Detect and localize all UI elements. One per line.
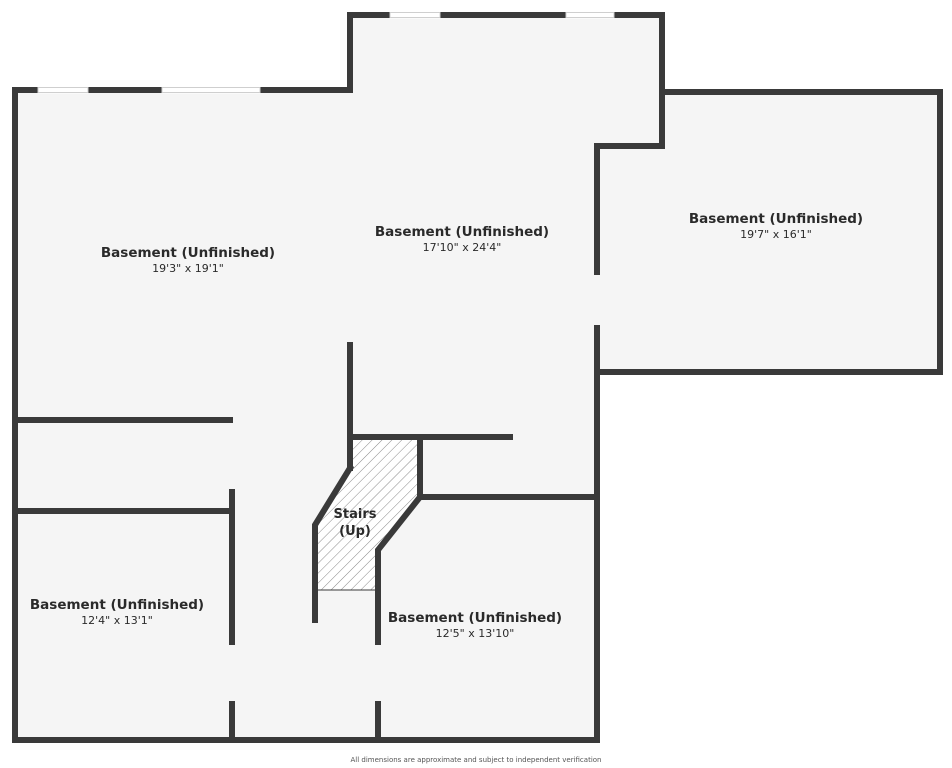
room-dimensions: 19'3" x 19'1" <box>152 262 224 275</box>
stairs-label: Stairs <box>334 507 377 522</box>
exterior-wall-south <box>12 325 600 743</box>
floor-area <box>15 15 940 740</box>
stair-wall <box>375 492 425 645</box>
stairs-label: (Up) <box>339 524 371 539</box>
room-name: Basement (Unfinished) <box>30 597 204 613</box>
disclaimer-footnote: All dimensions are approximate and subje… <box>350 756 602 764</box>
room-dimensions: 12'5" x 13'10" <box>436 627 515 640</box>
window <box>161 87 261 93</box>
room-dimensions: 12'4" x 13'1" <box>81 614 153 627</box>
room-name: Basement (Unfinished) <box>388 610 562 626</box>
window <box>389 12 441 18</box>
exterior-wall-east <box>594 89 943 375</box>
stair-wall <box>312 463 355 623</box>
room-name: Basement (Unfinished) <box>375 224 549 240</box>
room-dimensions: 19'7" x 16'1" <box>740 228 812 241</box>
room-dimensions: 17'10" x 24'4" <box>423 241 502 254</box>
room-name: Basement (Unfinished) <box>689 211 863 227</box>
window <box>565 12 615 18</box>
window <box>37 87 89 93</box>
room-name: Basement (Unfinished) <box>101 245 275 261</box>
